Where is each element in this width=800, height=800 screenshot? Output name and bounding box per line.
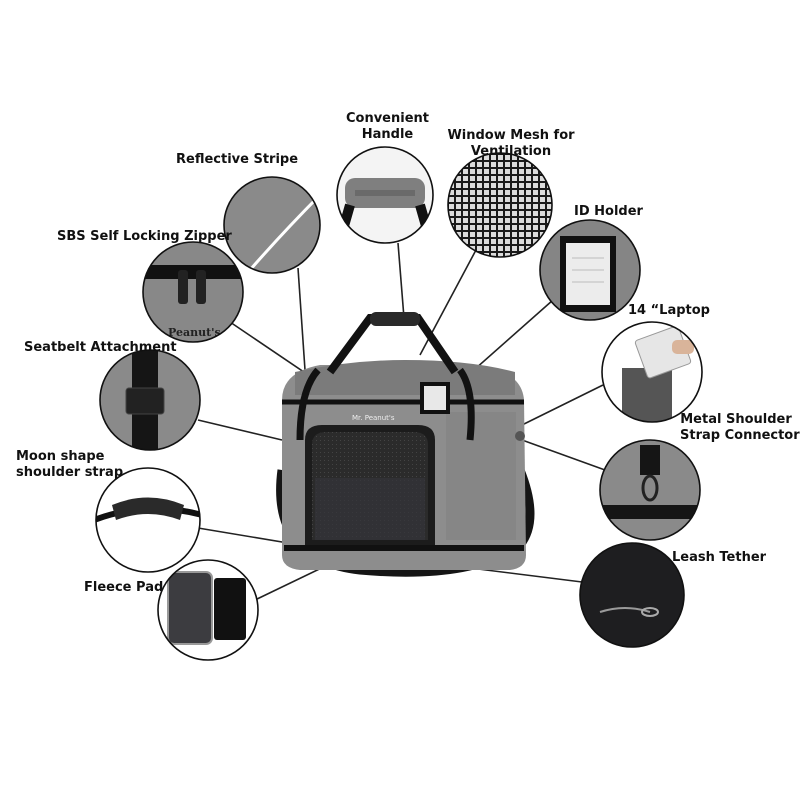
label-fleece-pad: Fleece Pad — [84, 580, 164, 595]
detail-handle — [337, 147, 433, 243]
label-convenient-handle-line1: Convenient — [345, 111, 429, 126]
leader-leash — [469, 567, 583, 583]
label-window-mesh-line2: Ventilation — [470, 144, 552, 159]
detail-reflective-stripe — [224, 177, 320, 273]
pet-carrier-bag: Mr. Peanut's — [276, 312, 535, 577]
label-moon-strap: Moon shape shoulder strap — [16, 449, 123, 481]
leader-stripe — [297, 267, 306, 371]
detail-window-mesh — [448, 153, 552, 257]
label-seatbelt: Seatbelt Attachment — [24, 340, 177, 355]
label-window-mesh-line1: Window Mesh for — [447, 128, 575, 143]
leader-connector — [521, 439, 606, 471]
label-metal-connector-line2: Strap Connector — [680, 428, 800, 443]
label-moon-strap-line2: shoulder strap — [16, 465, 124, 480]
label-metal-connector-line1: Metal Shoulder — [680, 412, 792, 427]
label-laptop: 14 “Laptop — [628, 303, 710, 318]
detail-leash-tether — [580, 543, 684, 647]
detail-laptop — [602, 322, 702, 422]
brand-tag-text: Mr. Peanut's — [352, 414, 395, 422]
label-convenient-handle-line2: Handle — [361, 127, 414, 142]
leader-handle — [397, 242, 405, 319]
detail-zipper: Peanut's — [143, 242, 243, 342]
leader-lines — [197, 242, 606, 601]
label-moon-strap-line1: Moon shape — [16, 449, 105, 464]
label-id-holder: ID Holder — [574, 204, 643, 219]
detail-fleece-pad — [158, 560, 258, 660]
label-sbs-zipper: SBS Self Locking Zipper — [57, 229, 232, 244]
leader-laptop — [521, 384, 604, 426]
label-leash-tether: Leash Tether — [672, 550, 767, 565]
detail-seatbelt — [100, 350, 200, 450]
label-window-mesh: Window Mesh for Ventilation — [446, 128, 576, 160]
leader-seatbelt — [197, 419, 283, 441]
detail-id-holder — [540, 220, 640, 320]
label-convenient-handle: Convenient Handle — [345, 111, 430, 143]
label-metal-connector: Metal Shoulder Strap Connector — [680, 412, 800, 444]
detail-metal-connector — [600, 440, 700, 540]
detail-shoulder-strap — [96, 468, 200, 572]
zipper-brand-text: Peanut's — [168, 326, 221, 339]
label-reflective-stripe: Reflective Stripe — [176, 152, 299, 167]
